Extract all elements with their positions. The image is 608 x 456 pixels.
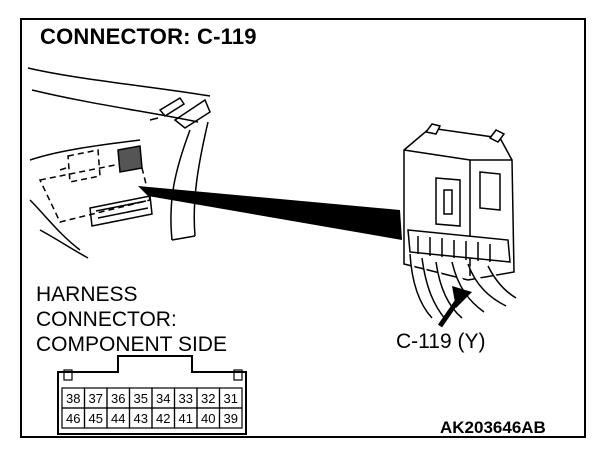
pin-cell (218, 407, 243, 429)
harness-label-line-2: CONNECTOR: (36, 308, 177, 331)
pin-number-31: 31 (224, 391, 238, 406)
pin-number-42: 42 (156, 411, 170, 426)
dashboard-illustration (27, 67, 211, 259)
pin-number-44: 44 (111, 411, 125, 426)
pin-number-40: 40 (201, 411, 215, 426)
pin-number-33: 33 (179, 391, 193, 406)
pin-number-38: 38 (66, 391, 80, 406)
pin-number-34: 34 (156, 391, 170, 406)
harness-label-line-3: COMPONENT SIDE (36, 333, 227, 356)
pin-number-43: 43 (134, 411, 148, 426)
ecu-module-illustration (403, 123, 517, 321)
harness-connector-label: HARNESS CONNECTOR: COMPONENT SIDE (36, 282, 227, 357)
callout-arrow (437, 286, 472, 328)
harness-label-line-1: HARNESS (36, 283, 138, 306)
pin-number-36: 36 (111, 391, 125, 406)
diagram-title: CONNECTOR: C-119 (40, 24, 257, 49)
pin-number-32: 32 (201, 391, 215, 406)
pin-number-39: 39 (224, 411, 238, 426)
diagram-frame (20, 18, 586, 438)
pin-number-46: 46 (66, 411, 80, 426)
harness-connector-face: 38 37 36 35 34 33 32 31 46 45 44 43 42 41 40 39 (57, 355, 247, 435)
pin-number-45: 45 (89, 411, 103, 426)
connector-callout-label: C-119 (Y) (396, 330, 486, 353)
figure-id: AK203646AB (440, 418, 546, 437)
pointer-wedge (138, 186, 402, 240)
pin-number-41: 41 (179, 411, 193, 426)
pin-number-37: 37 (89, 391, 103, 406)
pin-number-35: 35 (134, 391, 148, 406)
